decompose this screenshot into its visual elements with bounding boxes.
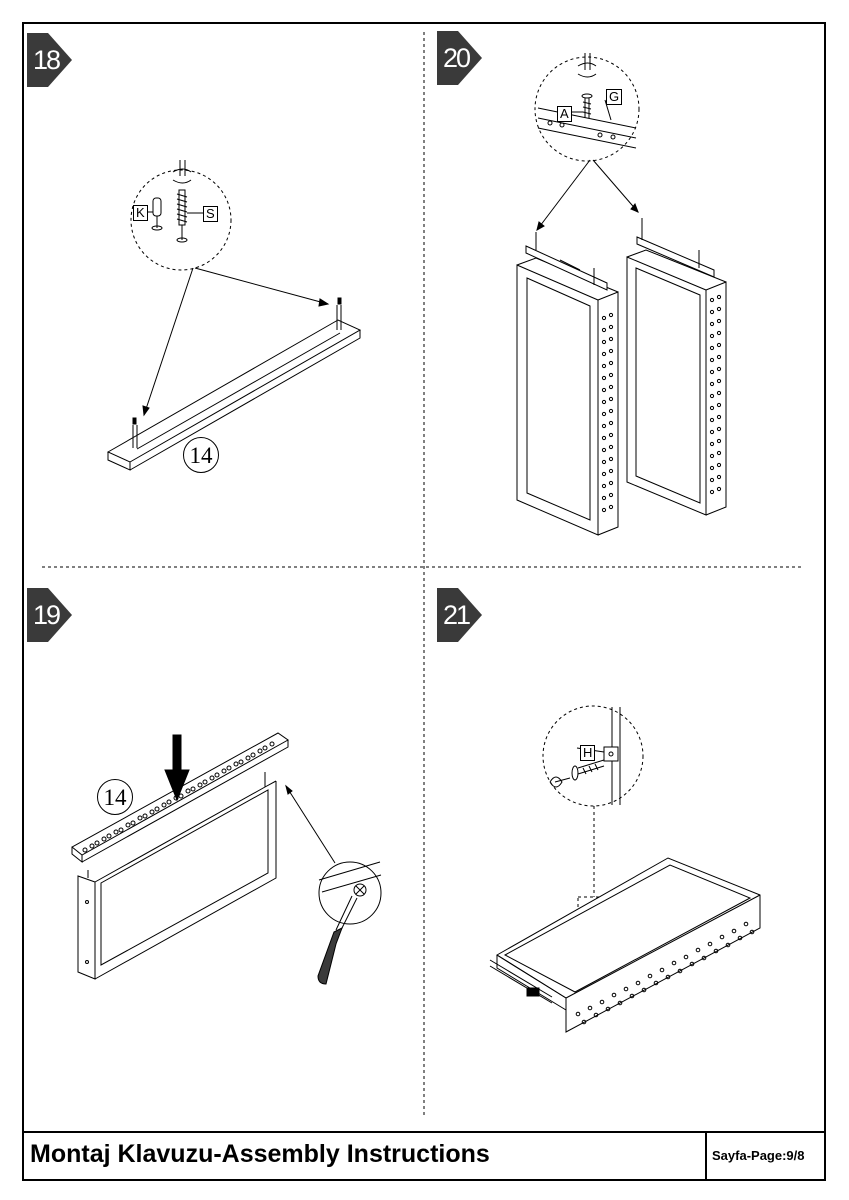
step-21-badge: 21: [437, 588, 487, 644]
step-20-badge-shape: [437, 31, 482, 85]
step-21-label-h: H: [580, 745, 596, 761]
step-18-label-s: S: [203, 206, 218, 222]
step-18-badge: 18: [27, 33, 77, 89]
step-21-illustration: [489, 705, 761, 1033]
step-18-illustration: [106, 160, 362, 471]
step-20-badge: 20: [437, 31, 487, 87]
step-19-part-label: 14: [97, 779, 133, 815]
step-19-number: 19: [32, 600, 61, 630]
step-21-badge-shape: [437, 588, 482, 642]
step-19-illustration: [71, 732, 382, 985]
step-19-badge-shape: [27, 588, 72, 642]
step-20-label-g: G: [606, 89, 623, 105]
step-20-number: 20: [442, 43, 471, 73]
step-20-label-a: A: [557, 106, 572, 122]
step-20-illustration: [516, 53, 727, 536]
footer-title: Montaj Klavuzu-Assembly Instructions: [30, 1140, 490, 1168]
step-19-badge: 19: [27, 588, 77, 644]
step-18-part-label: 14: [183, 437, 219, 473]
page-frame: [22, 22, 826, 1181]
step-18-label-k: K: [133, 205, 148, 221]
step-21-number: 21: [442, 600, 471, 630]
step-18-badge-shape: [27, 33, 72, 87]
footer-page-number: Sayfa-Page:9/8: [712, 1148, 805, 1163]
step-18-number: 18: [32, 45, 61, 75]
